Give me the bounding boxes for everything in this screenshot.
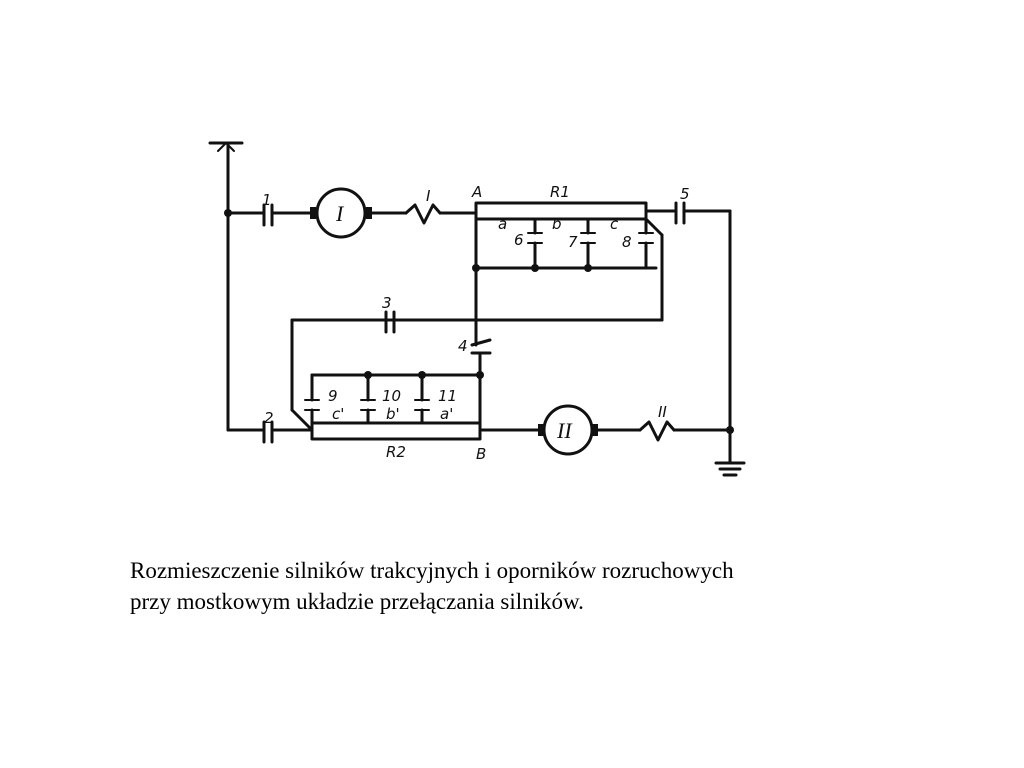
contactor-9-label: 9 (328, 387, 338, 405)
field-1-label: I (426, 187, 431, 205)
tap-c-prime-label: c' (332, 405, 344, 423)
contactor-8-label: 8 (622, 233, 632, 251)
resistor-r2-label: R2 (386, 443, 406, 461)
upper-branch (224, 187, 478, 239)
tap-a-prime-label: a' (440, 405, 453, 423)
ground-symbol (714, 428, 746, 477)
motor-2-label: II (556, 418, 573, 443)
resistor-r1-label: R1 (550, 183, 570, 201)
contact-4-link (470, 266, 492, 379)
contactor-1-label: 1 (262, 191, 272, 209)
caption-line-2: przy mostkowym układzie przełączania sil… (130, 589, 584, 614)
resistor-r1 (472, 201, 658, 272)
cross-link (290, 310, 664, 432)
figure-caption: Rozmieszczenie silników trakcyjnych i op… (130, 555, 910, 617)
tap-c-label: c (610, 215, 619, 233)
circuit-diagram: 1 2 3 4 5 6 7 8 9 10 11 a b c c' b' a' A… (200, 125, 760, 485)
field-2-label: II (658, 403, 667, 421)
tap-b-prime-label: b' (386, 405, 400, 423)
contactor-6-label: 6 (514, 231, 524, 249)
contactor-10-label: 10 (382, 387, 401, 405)
contactor-5-label: 5 (680, 185, 690, 203)
contactor-11-label: 11 (438, 387, 457, 405)
lower-branch (226, 404, 734, 456)
contactor-2-label: 2 (264, 409, 274, 427)
node-a-label: A (471, 183, 482, 201)
contactor-3-label: 3 (382, 294, 392, 312)
node-b-label: B (476, 445, 486, 463)
pantograph-symbol (208, 141, 244, 432)
caption-line-1: Rozmieszczenie silników trakcyjnych i op… (130, 558, 734, 583)
tap-a-label: a (498, 215, 507, 233)
tap-b-label: b (552, 215, 562, 233)
contactor-7-label: 7 (568, 233, 578, 251)
motor-1-label: I (335, 201, 345, 226)
contactor-4-label: 4 (458, 337, 468, 355)
right-branch (644, 201, 732, 432)
